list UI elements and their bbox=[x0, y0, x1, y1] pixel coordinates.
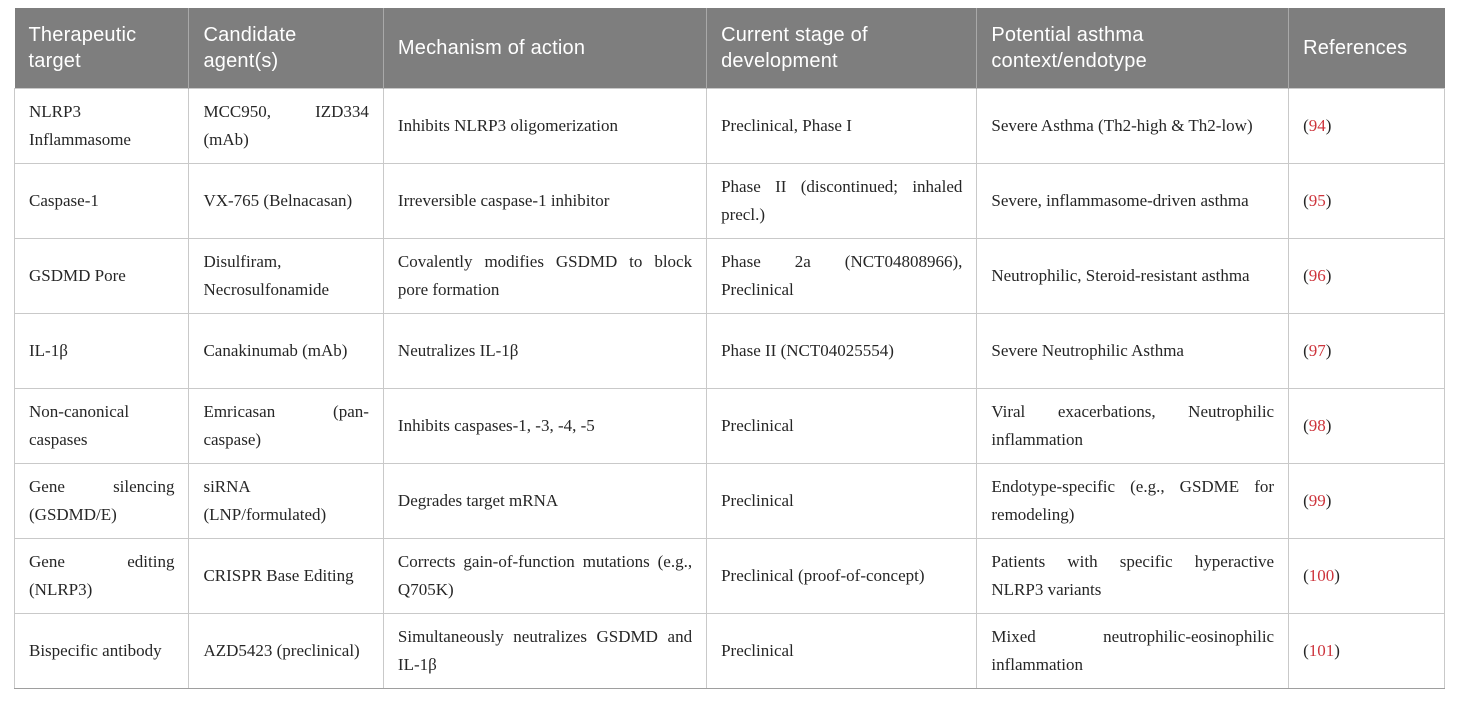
header-asthma-context: Potential asthma context/endotype bbox=[976, 8, 1290, 88]
reference-link[interactable]: 97 bbox=[1308, 340, 1326, 360]
table-row: GSDMD Pore Disulfiram, Necrosulfonamide … bbox=[13, 237, 1445, 314]
cell-mechanism: Simultaneously neutralizes GSDMD and IL-… bbox=[382, 612, 708, 689]
cell-therapeutic-target: Caspase-1 bbox=[13, 162, 190, 239]
cell-candidate-agents: VX-765 (Belnacasan) bbox=[188, 162, 384, 239]
reference-paren-open: ( bbox=[1303, 640, 1309, 660]
cell-reference: (95) bbox=[1288, 162, 1445, 239]
therapeutics-table-container: Therapeutic target Candidate agent(s) Me… bbox=[13, 8, 1445, 689]
cell-candidate-agents: Disulfiram, Necrosulfonamide bbox=[188, 237, 384, 314]
reference-link[interactable]: 101 bbox=[1308, 640, 1335, 660]
cell-reference: (98) bbox=[1288, 387, 1445, 464]
cell-context: Severe Asthma (Th2-high & Th2-low) bbox=[976, 87, 1290, 164]
table-header: Therapeutic target Candidate agent(s) Me… bbox=[14, 8, 1445, 88]
reference-link[interactable]: 100 bbox=[1308, 565, 1335, 585]
table-row: Non-canonical caspases Emricasan (pan-ca… bbox=[13, 387, 1445, 464]
cell-context: Endotype-specific (e.g., GSDME for remod… bbox=[976, 462, 1290, 539]
reference-paren-close: ) bbox=[1334, 565, 1340, 585]
table-row: Caspase-1 VX-765 (Belnacasan) Irreversib… bbox=[13, 162, 1445, 239]
cell-therapeutic-target: NLRP3 Inflammasome bbox=[13, 87, 190, 164]
reference-paren-close: ) bbox=[1325, 265, 1332, 285]
table-row: NLRP3 Inflammasome MCC950, IZD334 (mAb) … bbox=[13, 87, 1445, 164]
cell-therapeutic-target: Gene silencing (GSDMD/E) bbox=[13, 462, 190, 539]
table-row: Bispecific antibody AZD5423 (preclinical… bbox=[13, 612, 1445, 689]
reference-link[interactable]: 95 bbox=[1308, 190, 1326, 210]
cell-reference: (100) bbox=[1288, 537, 1445, 614]
cell-therapeutic-target: Gene editing (NLRP3) bbox=[13, 537, 190, 614]
cell-context: Severe Neutrophilic Asthma bbox=[976, 312, 1290, 389]
cell-stage: Phase II (NCT04025554) bbox=[706, 312, 978, 389]
reference-paren-close: ) bbox=[1325, 115, 1332, 135]
cell-stage: Preclinical, Phase I bbox=[706, 87, 978, 164]
therapeutics-table: Therapeutic target Candidate agent(s) Me… bbox=[13, 8, 1445, 689]
cell-candidate-agents: Canakinumab (mAb) bbox=[188, 312, 384, 389]
cell-stage: Preclinical bbox=[706, 462, 978, 539]
reference-paren-open: ( bbox=[1303, 115, 1309, 135]
cell-mechanism: Inhibits NLRP3 oligomerization bbox=[382, 87, 708, 164]
cell-candidate-agents: siRNA (LNP/formulated) bbox=[188, 462, 384, 539]
table-row: IL-1β Canakinumab (mAb) Neutralizes IL-1… bbox=[13, 312, 1445, 389]
cell-reference: (101) bbox=[1288, 612, 1445, 689]
header-therapeutic-target: Therapeutic target bbox=[14, 8, 190, 88]
header-row: Therapeutic target Candidate agent(s) Me… bbox=[14, 8, 1445, 88]
reference-paren-close: ) bbox=[1325, 340, 1332, 360]
cell-reference: (97) bbox=[1288, 312, 1445, 389]
reference-link[interactable]: 94 bbox=[1308, 115, 1326, 135]
cell-context: Viral exacerbations, Neutrophilic inflam… bbox=[976, 387, 1290, 464]
cell-therapeutic-target: Non-canonical caspases bbox=[13, 387, 190, 464]
header-candidate-agents: Candidate agent(s) bbox=[188, 8, 384, 88]
reference-paren-close: ) bbox=[1325, 490, 1332, 510]
cell-stage: Preclinical bbox=[706, 612, 978, 689]
cell-mechanism: Degrades target mRNA bbox=[382, 462, 708, 539]
cell-therapeutic-target: IL-1β bbox=[13, 312, 190, 389]
cell-context: Neutrophilic, Steroid-resistant asthma bbox=[976, 237, 1290, 314]
cell-mechanism: Covalently modifies GSDMD to block pore … bbox=[382, 237, 708, 314]
cell-context: Patients with specific hyperactive NLRP3… bbox=[976, 537, 1290, 614]
cell-mechanism: Corrects gain-of-function mutations (e.g… bbox=[382, 537, 708, 614]
table-body: NLRP3 Inflammasome MCC950, IZD334 (mAb) … bbox=[13, 87, 1445, 689]
header-current-stage: Current stage of development bbox=[706, 8, 978, 88]
cell-context: Severe, inflammasome-driven asthma bbox=[976, 162, 1290, 239]
cell-stage: Phase 2a (NCT04808966), Preclinical bbox=[706, 237, 978, 314]
cell-therapeutic-target: GSDMD Pore bbox=[13, 237, 190, 314]
cell-candidate-agents: CRISPR Base Editing bbox=[188, 537, 384, 614]
header-references: References bbox=[1288, 8, 1445, 88]
cell-candidate-agents: AZD5423 (preclinical) bbox=[188, 612, 384, 689]
cell-stage: Preclinical bbox=[706, 387, 978, 464]
cell-mechanism: Neutralizes IL-1β bbox=[382, 312, 708, 389]
cell-candidate-agents: MCC950, IZD334 (mAb) bbox=[188, 87, 384, 164]
cell-stage: Phase II (discontinued; inhaled precl.) bbox=[706, 162, 978, 239]
reference-paren-open: ( bbox=[1303, 190, 1309, 210]
cell-candidate-agents: Emricasan (pan-caspase) bbox=[188, 387, 384, 464]
reference-paren-open: ( bbox=[1303, 415, 1309, 435]
reference-paren-open: ( bbox=[1303, 265, 1309, 285]
reference-link[interactable]: 96 bbox=[1308, 265, 1326, 285]
cell-stage: Preclinical (proof-of-concept) bbox=[706, 537, 978, 614]
cell-reference: (94) bbox=[1288, 87, 1445, 164]
reference-paren-close: ) bbox=[1325, 415, 1332, 435]
reference-link[interactable]: 98 bbox=[1308, 415, 1326, 435]
cell-context: Mixed neutrophilic-eosinophilic inflamma… bbox=[976, 612, 1290, 689]
cell-mechanism: Irreversible caspase-1 inhibitor bbox=[382, 162, 708, 239]
cell-reference: (96) bbox=[1288, 237, 1445, 314]
header-mechanism-of-action: Mechanism of action bbox=[383, 8, 708, 88]
reference-link[interactable]: 99 bbox=[1308, 490, 1326, 510]
reference-paren-open: ( bbox=[1303, 340, 1309, 360]
reference-paren-close: ) bbox=[1334, 640, 1340, 660]
reference-paren-open: ( bbox=[1303, 490, 1309, 510]
cell-therapeutic-target: Bispecific antibody bbox=[13, 612, 190, 689]
table-row: Gene silencing (GSDMD/E) siRNA (LNP/form… bbox=[13, 462, 1445, 539]
cell-reference: (99) bbox=[1288, 462, 1445, 539]
cell-mechanism: Inhibits caspases-1, -3, -4, -5 bbox=[382, 387, 708, 464]
table-row: Gene editing (NLRP3) CRISPR Base Editing… bbox=[13, 537, 1445, 614]
reference-paren-open: ( bbox=[1303, 565, 1309, 585]
reference-paren-close: ) bbox=[1325, 190, 1332, 210]
